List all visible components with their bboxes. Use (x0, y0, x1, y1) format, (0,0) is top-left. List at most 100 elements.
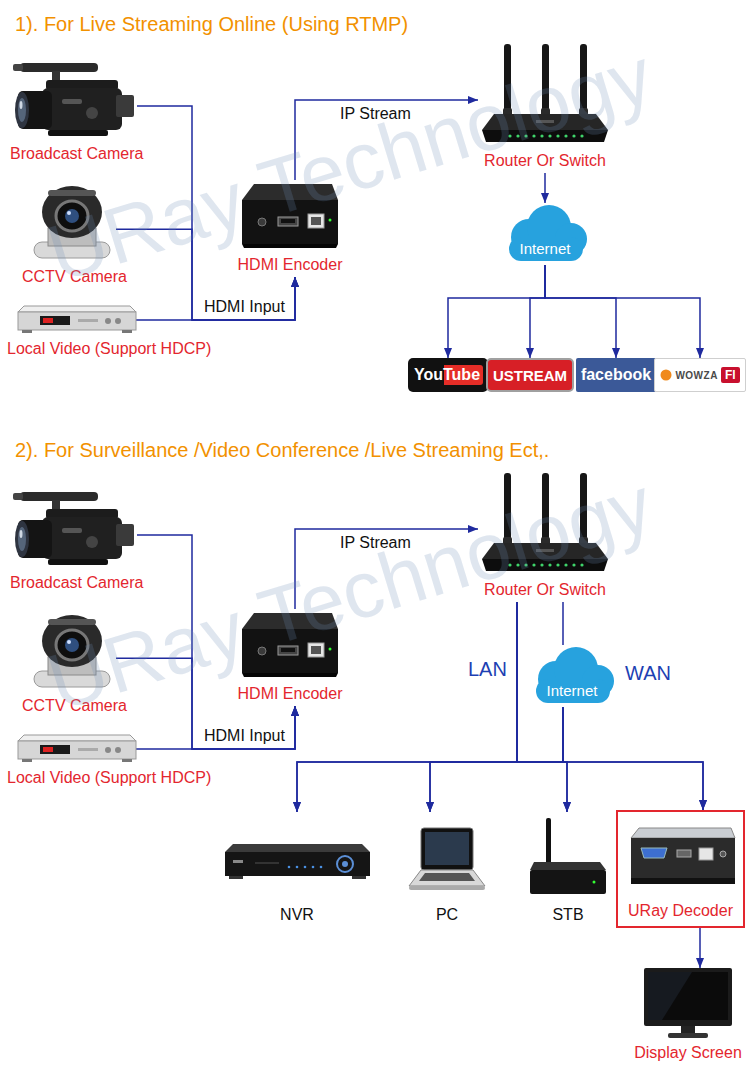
decoder-illustration (627, 824, 735, 896)
connector (544, 173, 546, 203)
connector (136, 277, 295, 320)
internet-cloud: Internet (499, 203, 591, 265)
section-heading: 1). For Live Streaming Online (Using RTM… (15, 12, 408, 36)
picture-part (40, 316, 70, 325)
device-node: Display Screen (632, 968, 744, 1065)
picture-part (699, 848, 713, 860)
picture-part (337, 856, 353, 872)
picture-part (242, 673, 338, 677)
device-node: PC (405, 812, 489, 927)
picture-part (40, 745, 70, 754)
picture-part (42, 517, 122, 559)
connector (517, 602, 703, 810)
connector (136, 706, 295, 749)
edge-label: HDMI Input (202, 727, 287, 745)
logo-text: WOWZA (675, 370, 718, 381)
logo-text: USTREAM (493, 367, 567, 384)
platform-logo: USTREAM (486, 358, 574, 392)
connector (430, 602, 517, 812)
device-label: HDMI Encoder (238, 685, 343, 703)
connector (699, 928, 701, 968)
picture-part (720, 851, 726, 857)
picture-part (62, 528, 82, 533)
picture-part (18, 735, 136, 741)
logo-icon (660, 369, 672, 381)
cloud-label: Internet (520, 240, 571, 257)
connector (297, 707, 563, 812)
picture-part (319, 866, 322, 869)
picture-part (530, 862, 606, 870)
logo-text: YouTube (413, 365, 483, 385)
picture-part (352, 876, 366, 879)
picture-part (536, 679, 610, 703)
picture-part (20, 492, 98, 501)
device-label: Local Video (Support HDCP) (7, 769, 211, 787)
picture-part (42, 88, 122, 130)
connector (563, 707, 703, 810)
watermark: URay Technology (37, 28, 663, 303)
picture-part (43, 747, 53, 752)
laptop-illustration (407, 812, 487, 897)
device-label: Broadcast Camera (10, 145, 143, 163)
picture-part (115, 747, 121, 753)
logo-text: Fl (721, 367, 740, 383)
source-device: Broadcast Camera (12, 55, 137, 140)
picture-part (116, 524, 134, 546)
network-label: WAN (625, 661, 671, 685)
picture-part (18, 98, 26, 122)
picture-part (13, 64, 23, 71)
picture-part (115, 318, 121, 324)
dvd-illustration (18, 304, 136, 334)
picture-part (18, 312, 136, 330)
picture-part (122, 759, 132, 762)
picture-part (15, 521, 29, 557)
connector (448, 265, 545, 358)
picture-part (15, 92, 29, 128)
source-device: Broadcast Camera (12, 484, 137, 569)
platform-logo: YouTube (408, 358, 488, 392)
platform-logo: WOWZAFl (654, 358, 745, 392)
picture-part (255, 862, 279, 864)
picture-part (421, 828, 473, 870)
picture-part (229, 876, 243, 879)
connector (430, 707, 563, 812)
dvd-illustration (18, 733, 136, 763)
picture-part (78, 748, 98, 751)
connector (517, 602, 567, 812)
watermark: URay Technology (37, 457, 663, 732)
device-label: Broadcast Camera (10, 574, 143, 592)
connector (530, 265, 545, 358)
section-heading: 2). For Surveillance /Video Conference /… (15, 438, 549, 462)
picture-part (62, 99, 82, 104)
picture-part (13, 493, 23, 500)
source-device: Local Video (Support HDCP) (18, 304, 136, 334)
device-label: Local Video (Support HDCP) (7, 340, 211, 358)
picture-part (20, 101, 23, 109)
device-label: Display Screen (634, 1044, 742, 1062)
picture-part (105, 318, 111, 324)
picture-part (681, 1026, 695, 1033)
bcam-illustration (12, 55, 137, 140)
picture-part (242, 244, 338, 248)
device-label: HDMI Encoder (238, 256, 343, 274)
picture-part (631, 828, 735, 838)
picture-part (20, 63, 98, 72)
picture-part (677, 850, 691, 857)
picture-part (530, 870, 606, 894)
picture-part (311, 866, 314, 869)
picture-part (105, 747, 111, 753)
device-node: NVR (223, 812, 372, 927)
device-label: STB (552, 906, 583, 924)
picture-part (641, 848, 667, 858)
picture-part (342, 861, 348, 867)
picture-part (225, 852, 370, 876)
platform-logo: facebook (576, 358, 656, 392)
picture-part (86, 536, 98, 548)
picture-part (78, 319, 98, 322)
internet-cloud: Internet (526, 645, 618, 707)
picture-part (661, 370, 672, 381)
device-label: PC (436, 906, 458, 924)
picture-part (631, 878, 735, 884)
picture-part (233, 860, 243, 863)
